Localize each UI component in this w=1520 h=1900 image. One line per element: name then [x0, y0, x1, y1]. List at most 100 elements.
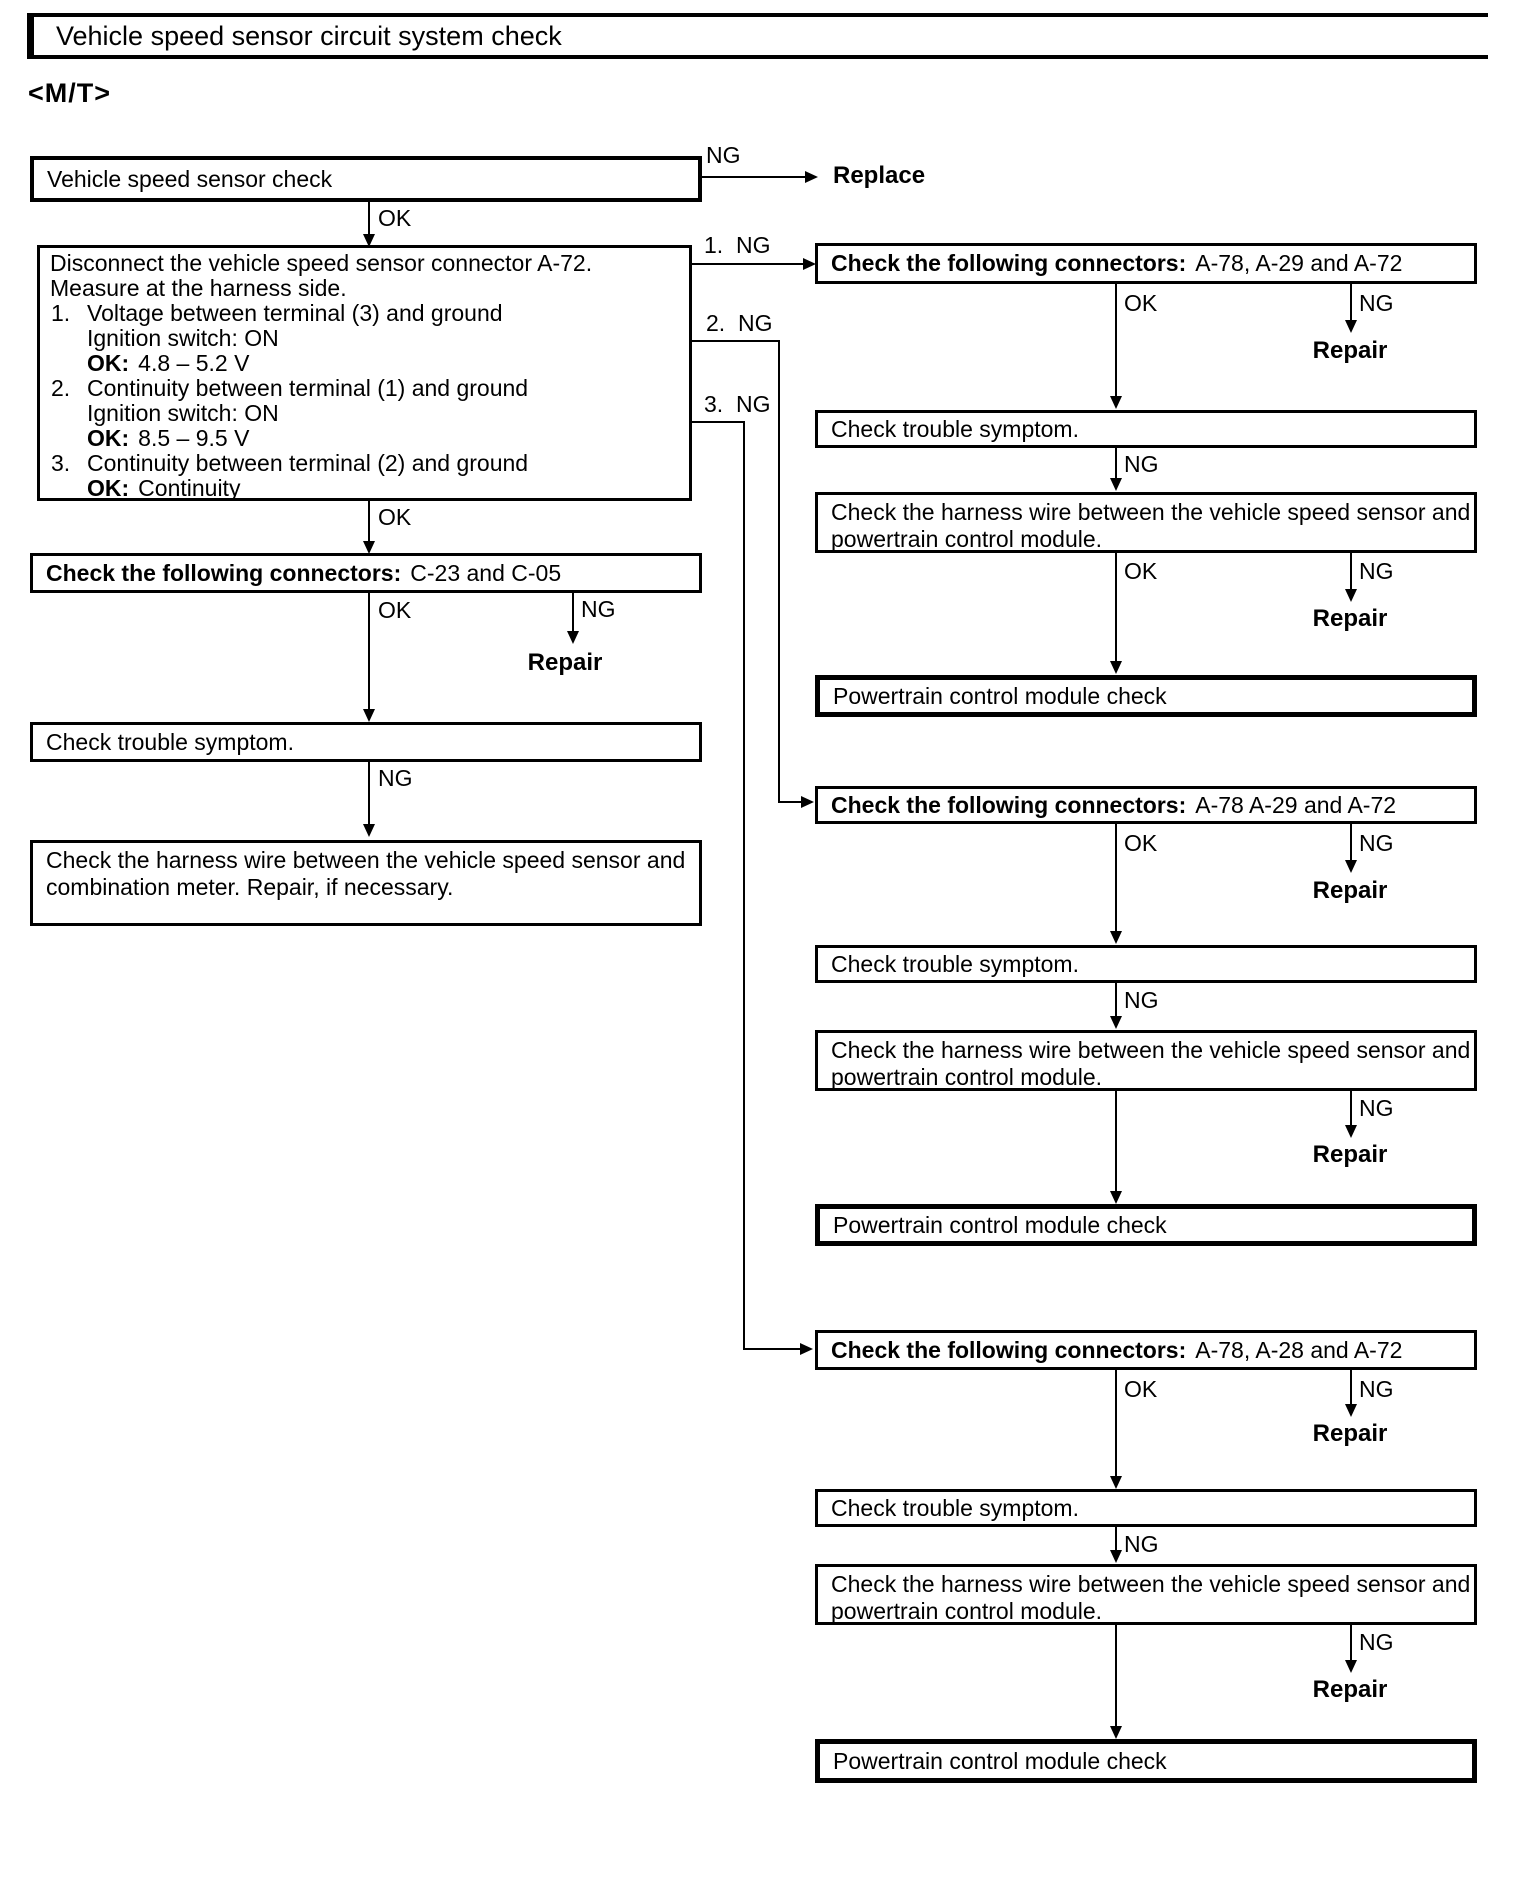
arrowhead-right-icon [803, 258, 816, 270]
node-label: Powertrain control module check [833, 682, 1167, 709]
text-line: Check the harness wire between the vehic… [831, 1571, 1471, 1597]
text-line: powertrain control module. [831, 526, 1103, 552]
arrowhead-down-icon [1110, 931, 1122, 944]
text-line: 3. Continuity between terminal (2) and g… [40, 451, 689, 476]
node-check-trouble-symptom: Check trouble symptom. [815, 1489, 1477, 1527]
text-line: 1. Voltage between terminal (3) and grou… [40, 301, 689, 326]
edge-label-ng: NG [1124, 451, 1159, 477]
edge-label-ok: OK [378, 205, 412, 231]
node-label-bold: Check the following connectors: [46, 559, 402, 586]
edge-line [692, 340, 780, 342]
text-line: OK:Continuity [40, 476, 689, 501]
edge-label-ok: OK [1124, 1376, 1158, 1402]
edge-line [692, 263, 804, 265]
arrowhead-down-icon [1110, 1550, 1122, 1563]
text-line: powertrain control module. [831, 1064, 1103, 1090]
edge-label-ok: OK [1124, 830, 1158, 856]
edge-line [1115, 983, 1117, 1017]
node-check-trouble-symptom: Check trouble symptom. [30, 722, 702, 762]
node-check-harness-pcm: Check the harness wire between the vehic… [815, 1030, 1477, 1091]
node-check-connectors-c23-c05: Check the following connectors: C-23 and… [30, 553, 702, 593]
node-check-connectors-a78-a29-a72: Check the following connectors: A-78 A-2… [815, 786, 1477, 824]
edge-line [692, 421, 745, 423]
edge-label-ng: NG [1359, 558, 1394, 584]
node-label: Check trouble symptom. [831, 415, 1079, 442]
ok-spec-value: 4.8 – 5.2 V [138, 350, 250, 376]
edge-line [1115, 824, 1117, 932]
text-line: OK:4.8 – 5.2 V [40, 351, 689, 376]
node-label-rest: A-78 A-29 and A-72 [1195, 791, 1397, 818]
edge-line [1350, 1370, 1352, 1405]
edge-line [1115, 1091, 1117, 1192]
edge-line [702, 176, 806, 178]
node-label-rest: C-23 and C-05 [410, 559, 562, 586]
text-line: Check the harness wire between the vehic… [831, 1037, 1471, 1063]
arrowhead-right-icon [801, 796, 814, 808]
edge-label-ng: NG [1359, 1376, 1394, 1402]
node-label-bold: Check the following connectors: [831, 791, 1187, 818]
edge-label-ok: OK [1124, 558, 1158, 584]
edge-line [1350, 553, 1352, 590]
terminal-repair: Repair [1312, 1141, 1388, 1168]
node-label: Check trouble symptom. [46, 728, 294, 755]
edge-label-ng: NG [1359, 1095, 1394, 1121]
node-label-bold: Check the following connectors: [831, 1336, 1187, 1363]
edge-line [368, 202, 370, 235]
ok-spec-label: OK: [87, 425, 130, 451]
arrowhead-down-icon [363, 824, 375, 837]
terminal-repair: Repair [1312, 1420, 1388, 1447]
node-vehicle-speed-sensor-check: Vehicle speed sensor check [30, 156, 702, 202]
node-check-trouble-symptom: Check trouble symptom. [815, 945, 1477, 983]
step-number: 3. [51, 450, 71, 476]
node-powertrain-control-module-check: Powertrain control module check [815, 675, 1477, 717]
text-line: 2. Continuity between terminal (1) and g… [40, 376, 689, 401]
node-label: Check trouble symptom. [831, 1494, 1079, 1521]
edge-line [1115, 1370, 1117, 1477]
edge-label-ng1: 1. NG [704, 232, 771, 258]
edge-label-ng2: 2. NG [706, 310, 773, 336]
node-label: Vehicle speed sensor check [47, 165, 333, 192]
edge-line [1115, 1625, 1117, 1727]
terminal-repair: Repair [1312, 877, 1388, 904]
transmission-variant-label: <M/T> [28, 78, 112, 108]
arrowhead-down-icon [1110, 661, 1122, 674]
node-label-bold: Check the following connectors: [831, 250, 1187, 276]
arrowhead-down-icon [363, 234, 375, 247]
edge-label-ok: OK [1124, 290, 1158, 316]
text-line: powertrain control module. [831, 1598, 1103, 1624]
text-line: Disconnect the vehicle speed sensor conn… [50, 250, 593, 276]
edge-line [1115, 553, 1117, 662]
edge-label-ng: NG [1124, 1531, 1159, 1557]
edge-label-ok: OK [378, 504, 412, 530]
arrowhead-down-icon [1345, 860, 1357, 873]
step-number: 1. [51, 300, 71, 326]
text-line: Ignition switch: ON [87, 400, 279, 426]
edge-line [1115, 448, 1117, 479]
arrowhead-right-icon [805, 171, 818, 183]
node-powertrain-control-module-check: Powertrain control module check [815, 1739, 1477, 1783]
step-text: Continuity between terminal (1) and grou… [87, 375, 529, 401]
edge-label-ng: NG [378, 765, 413, 791]
edge-line [572, 593, 574, 633]
arrowhead-down-icon [363, 541, 375, 554]
edge-label-ng: NG [1359, 830, 1394, 856]
arrowhead-down-icon [1345, 1660, 1357, 1673]
edge-line [1115, 1527, 1117, 1551]
edge-label-ng-replace: NG [706, 142, 741, 168]
node-powertrain-control-module-check: Powertrain control module check [815, 1204, 1477, 1246]
step-text: Voltage between terminal (3) and ground [87, 300, 503, 326]
arrowhead-down-icon [1345, 1125, 1357, 1138]
text-line: Measure at the harness side. [50, 275, 347, 301]
arrowhead-down-icon [1345, 320, 1357, 333]
arrowhead-right-icon [800, 1343, 813, 1355]
node-label-rest: A-78, A-29 and A-72 [1195, 250, 1403, 276]
node-check-harness-pcm: Check the harness wire between the vehic… [815, 492, 1477, 553]
terminal-repair: Repair [1312, 337, 1388, 364]
ok-spec-label: OK: [87, 475, 130, 501]
node-disconnect-and-measure: Disconnect the vehicle speed sensor conn… [37, 245, 692, 501]
arrowhead-down-icon [1110, 1726, 1122, 1739]
arrowhead-down-icon [1110, 1191, 1122, 1204]
node-check-harness-combination-meter: Check the harness wire between the vehic… [30, 840, 702, 926]
node-check-trouble-symptom: Check trouble symptom. [815, 410, 1477, 448]
